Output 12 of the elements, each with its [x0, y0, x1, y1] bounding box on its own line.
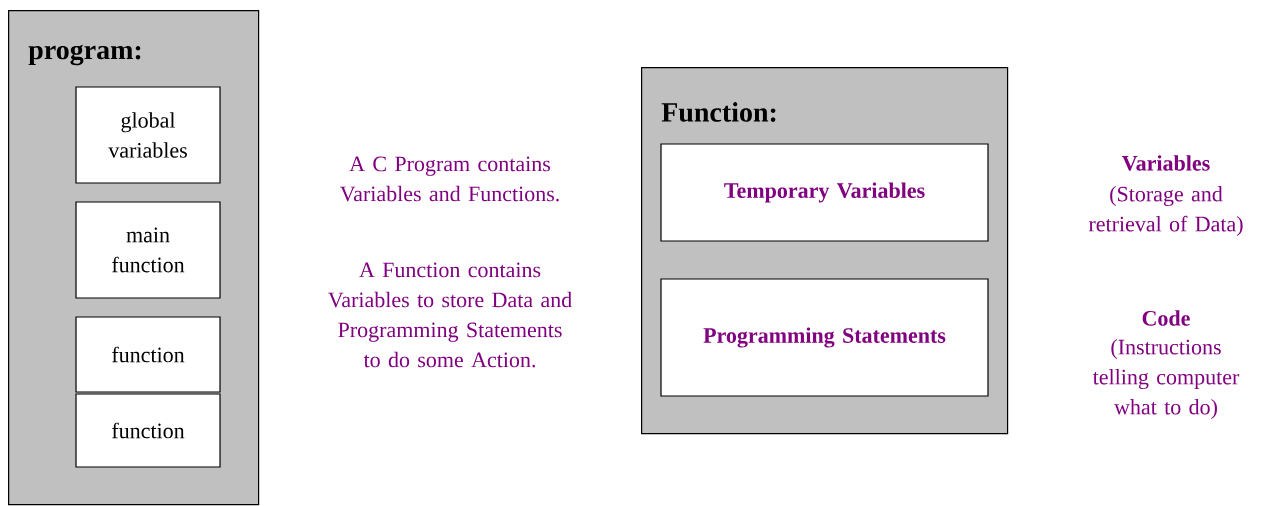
- term-description: (Instructions telling computer what to do): [1092, 339, 1240, 419]
- text-box: function: [75, 316, 221, 393]
- term-heading: Code: [1142, 310, 1190, 326]
- term-description: (Storage and retrieval of Data): [1088, 186, 1243, 236]
- text-box: Programming Statements: [660, 278, 989, 397]
- text-box: function: [75, 393, 221, 468]
- description-text: A C Program contains Variables and Functions.: [340, 156, 559, 202]
- text-box: Temporary Variables: [660, 143, 989, 242]
- text-box: global variables: [75, 86, 221, 184]
- text-box: main function: [75, 201, 221, 299]
- term-heading: Variables: [1122, 155, 1210, 171]
- description-text: A Function contains Variables to store Data and Programming Statements to do some Action.: [328, 262, 572, 368]
